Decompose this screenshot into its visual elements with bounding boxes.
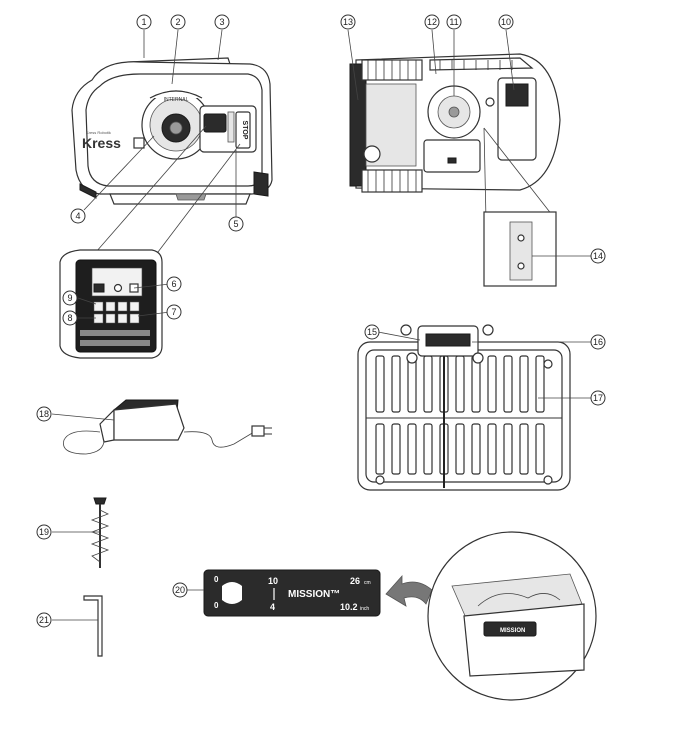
mower-top-view: INTERNAL STOP Kress Kress Robotik xyxy=(71,57,273,205)
package-detail: MISSION xyxy=(427,531,597,701)
callout-10: 10 xyxy=(501,17,511,27)
callout-19: 19 xyxy=(39,527,49,537)
callout-21: 21 xyxy=(39,615,49,625)
callout-11: 11 xyxy=(449,17,458,27)
gauge-mission-label: MISSION™ xyxy=(288,589,340,600)
callout-8: 8 xyxy=(67,313,72,323)
callout-17: 17 xyxy=(593,393,603,403)
gauge-right-top-unit: cm xyxy=(364,580,371,586)
callout-12: 12 xyxy=(427,17,437,27)
brand-name: Kress xyxy=(82,135,121,151)
peg xyxy=(90,497,110,568)
gauge-right-bottom-unit: inch xyxy=(360,606,369,612)
gauge-mid-top: 10 xyxy=(268,576,278,586)
charging-station xyxy=(357,324,571,491)
gauge-right-bottom: 10.2 xyxy=(340,602,358,612)
callout-5: 5 xyxy=(233,219,238,229)
callout-6: 6 xyxy=(171,279,176,289)
gauge-left-bottom: 0 xyxy=(214,601,219,610)
blade-detail xyxy=(483,127,557,287)
callouts: 1 2 3 4 5 6 7 8 9 10 11 12 13 14 15 16 1… xyxy=(36,14,606,628)
power-supply xyxy=(63,399,272,455)
gauge-right-top: 26 xyxy=(350,576,360,586)
callout-18: 18 xyxy=(39,409,49,419)
callout-14: 14 xyxy=(593,251,603,261)
dial-label: INTERNAL xyxy=(164,97,189,103)
callout-1: 1 xyxy=(141,17,146,27)
callout-15: 15 xyxy=(367,327,377,337)
callout-13: 13 xyxy=(343,17,353,27)
gauge-mid-bottom: 4 xyxy=(270,602,275,612)
callout-4: 4 xyxy=(75,211,80,221)
callout-16: 16 xyxy=(593,337,603,347)
callout-20: 20 xyxy=(175,585,185,595)
callout-9: 9 xyxy=(67,293,72,303)
hex-key xyxy=(83,595,103,657)
box-label: MISSION xyxy=(500,628,525,634)
arrow-icon xyxy=(385,574,433,607)
callout-2: 2 xyxy=(175,17,180,27)
mower-underside-view xyxy=(349,53,561,193)
panel-stop-text: STOP xyxy=(241,121,248,140)
height-gauge: 0 0 10 4 MISSION™ 26 cm 10.2 inch xyxy=(203,569,381,617)
gauge-left-top: 0 xyxy=(214,575,219,584)
callout-7: 7 xyxy=(171,307,176,317)
brand-tagline: Kress Robotik xyxy=(86,130,111,135)
callout-3: 3 xyxy=(219,17,224,27)
